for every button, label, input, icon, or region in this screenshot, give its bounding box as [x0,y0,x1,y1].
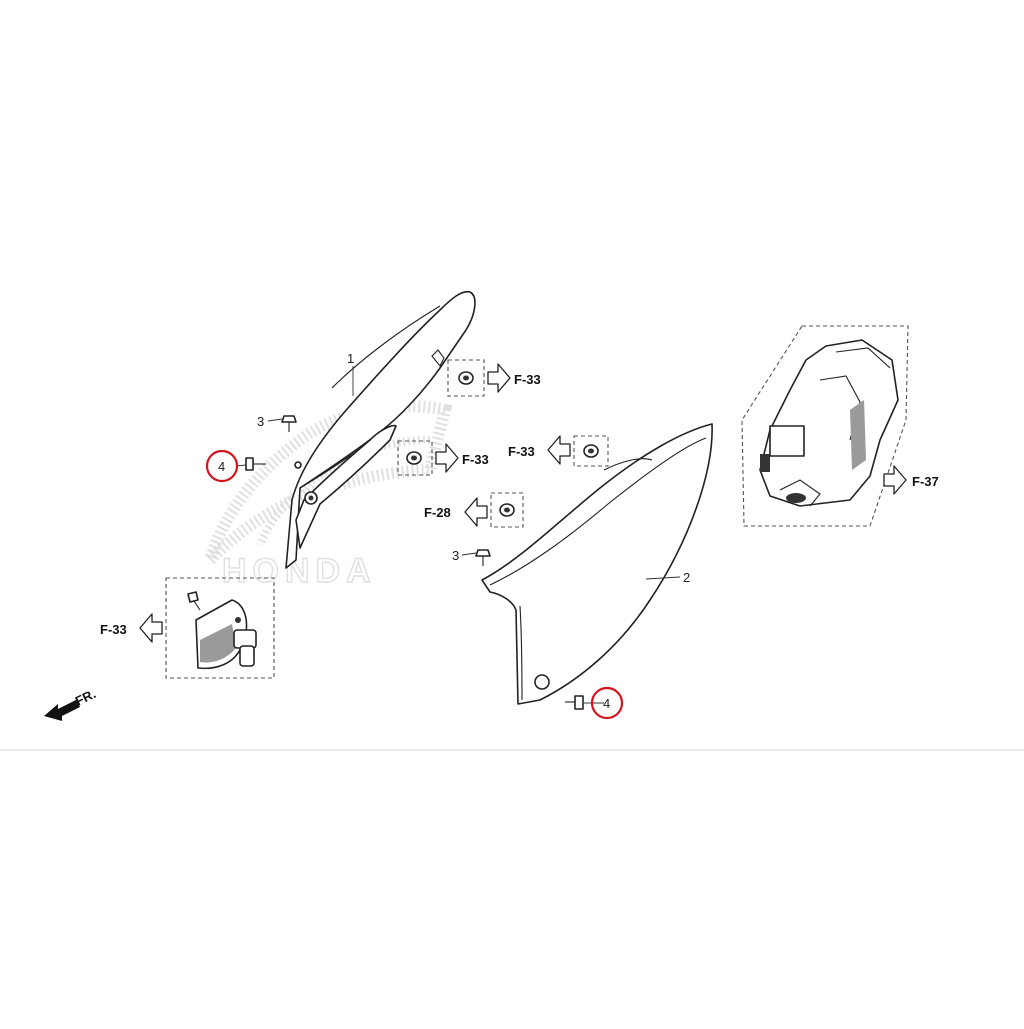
ref-arrow-1[interactable]: F-33 [487,363,541,393]
ref-label-3: F-33 [508,444,535,459]
ref-label-5: F-33 [100,622,127,637]
watermark-brand-text: HONDA [222,552,377,590]
grommet-box-1[interactable] [447,359,485,397]
ref-arrow-3[interactable]: F-33 [508,435,571,465]
highlight-circle-4-lower [590,686,624,720]
part-label-4-lower[interactable]: 4 [603,696,610,711]
grommet-box-2[interactable] [397,440,433,476]
ref-arrow-6[interactable]: F-37 [883,465,939,495]
part-label-3-upper[interactable]: 3 [257,414,264,429]
ref-arrow-2[interactable]: F-33 [435,443,489,473]
ref-label-2: F-33 [462,452,489,467]
bolt-4-lower[interactable] [565,695,584,710]
part-label-4-upper[interactable]: 4 [218,459,225,474]
bolt-3-upper[interactable] [281,415,297,432]
bolt-3-lower[interactable] [475,549,491,566]
part-label-1[interactable]: 1 [347,351,354,366]
highlight-circle-4-upper [205,449,239,483]
grommet-box-3[interactable] [573,435,609,467]
front-arrow-icon [44,700,80,721]
part-label-3-lower[interactable]: 3 [452,548,459,563]
grommet-box-4[interactable] [490,492,524,528]
bolt-4-upper[interactable] [245,457,266,471]
ref-label-4: F-28 [424,505,451,520]
ref-label-6: F-37 [912,474,939,489]
part-label-2[interactable]: 2 [683,570,690,585]
meter-subassembly-box[interactable] [741,325,909,527]
part-1-side-cover-upper[interactable] [285,290,476,569]
front-direction-indicator: FR. [44,686,98,721]
part-2-side-cover-lower[interactable] [481,423,713,705]
bracket-subassembly-box[interactable] [165,577,275,679]
ref-arrow-4[interactable]: F-28 [424,497,488,527]
ref-label-1: F-33 [514,372,541,387]
ref-arrow-5[interactable]: F-33 [100,613,163,643]
part-labels: 1 2 3 3 4 4 [218,351,690,711]
